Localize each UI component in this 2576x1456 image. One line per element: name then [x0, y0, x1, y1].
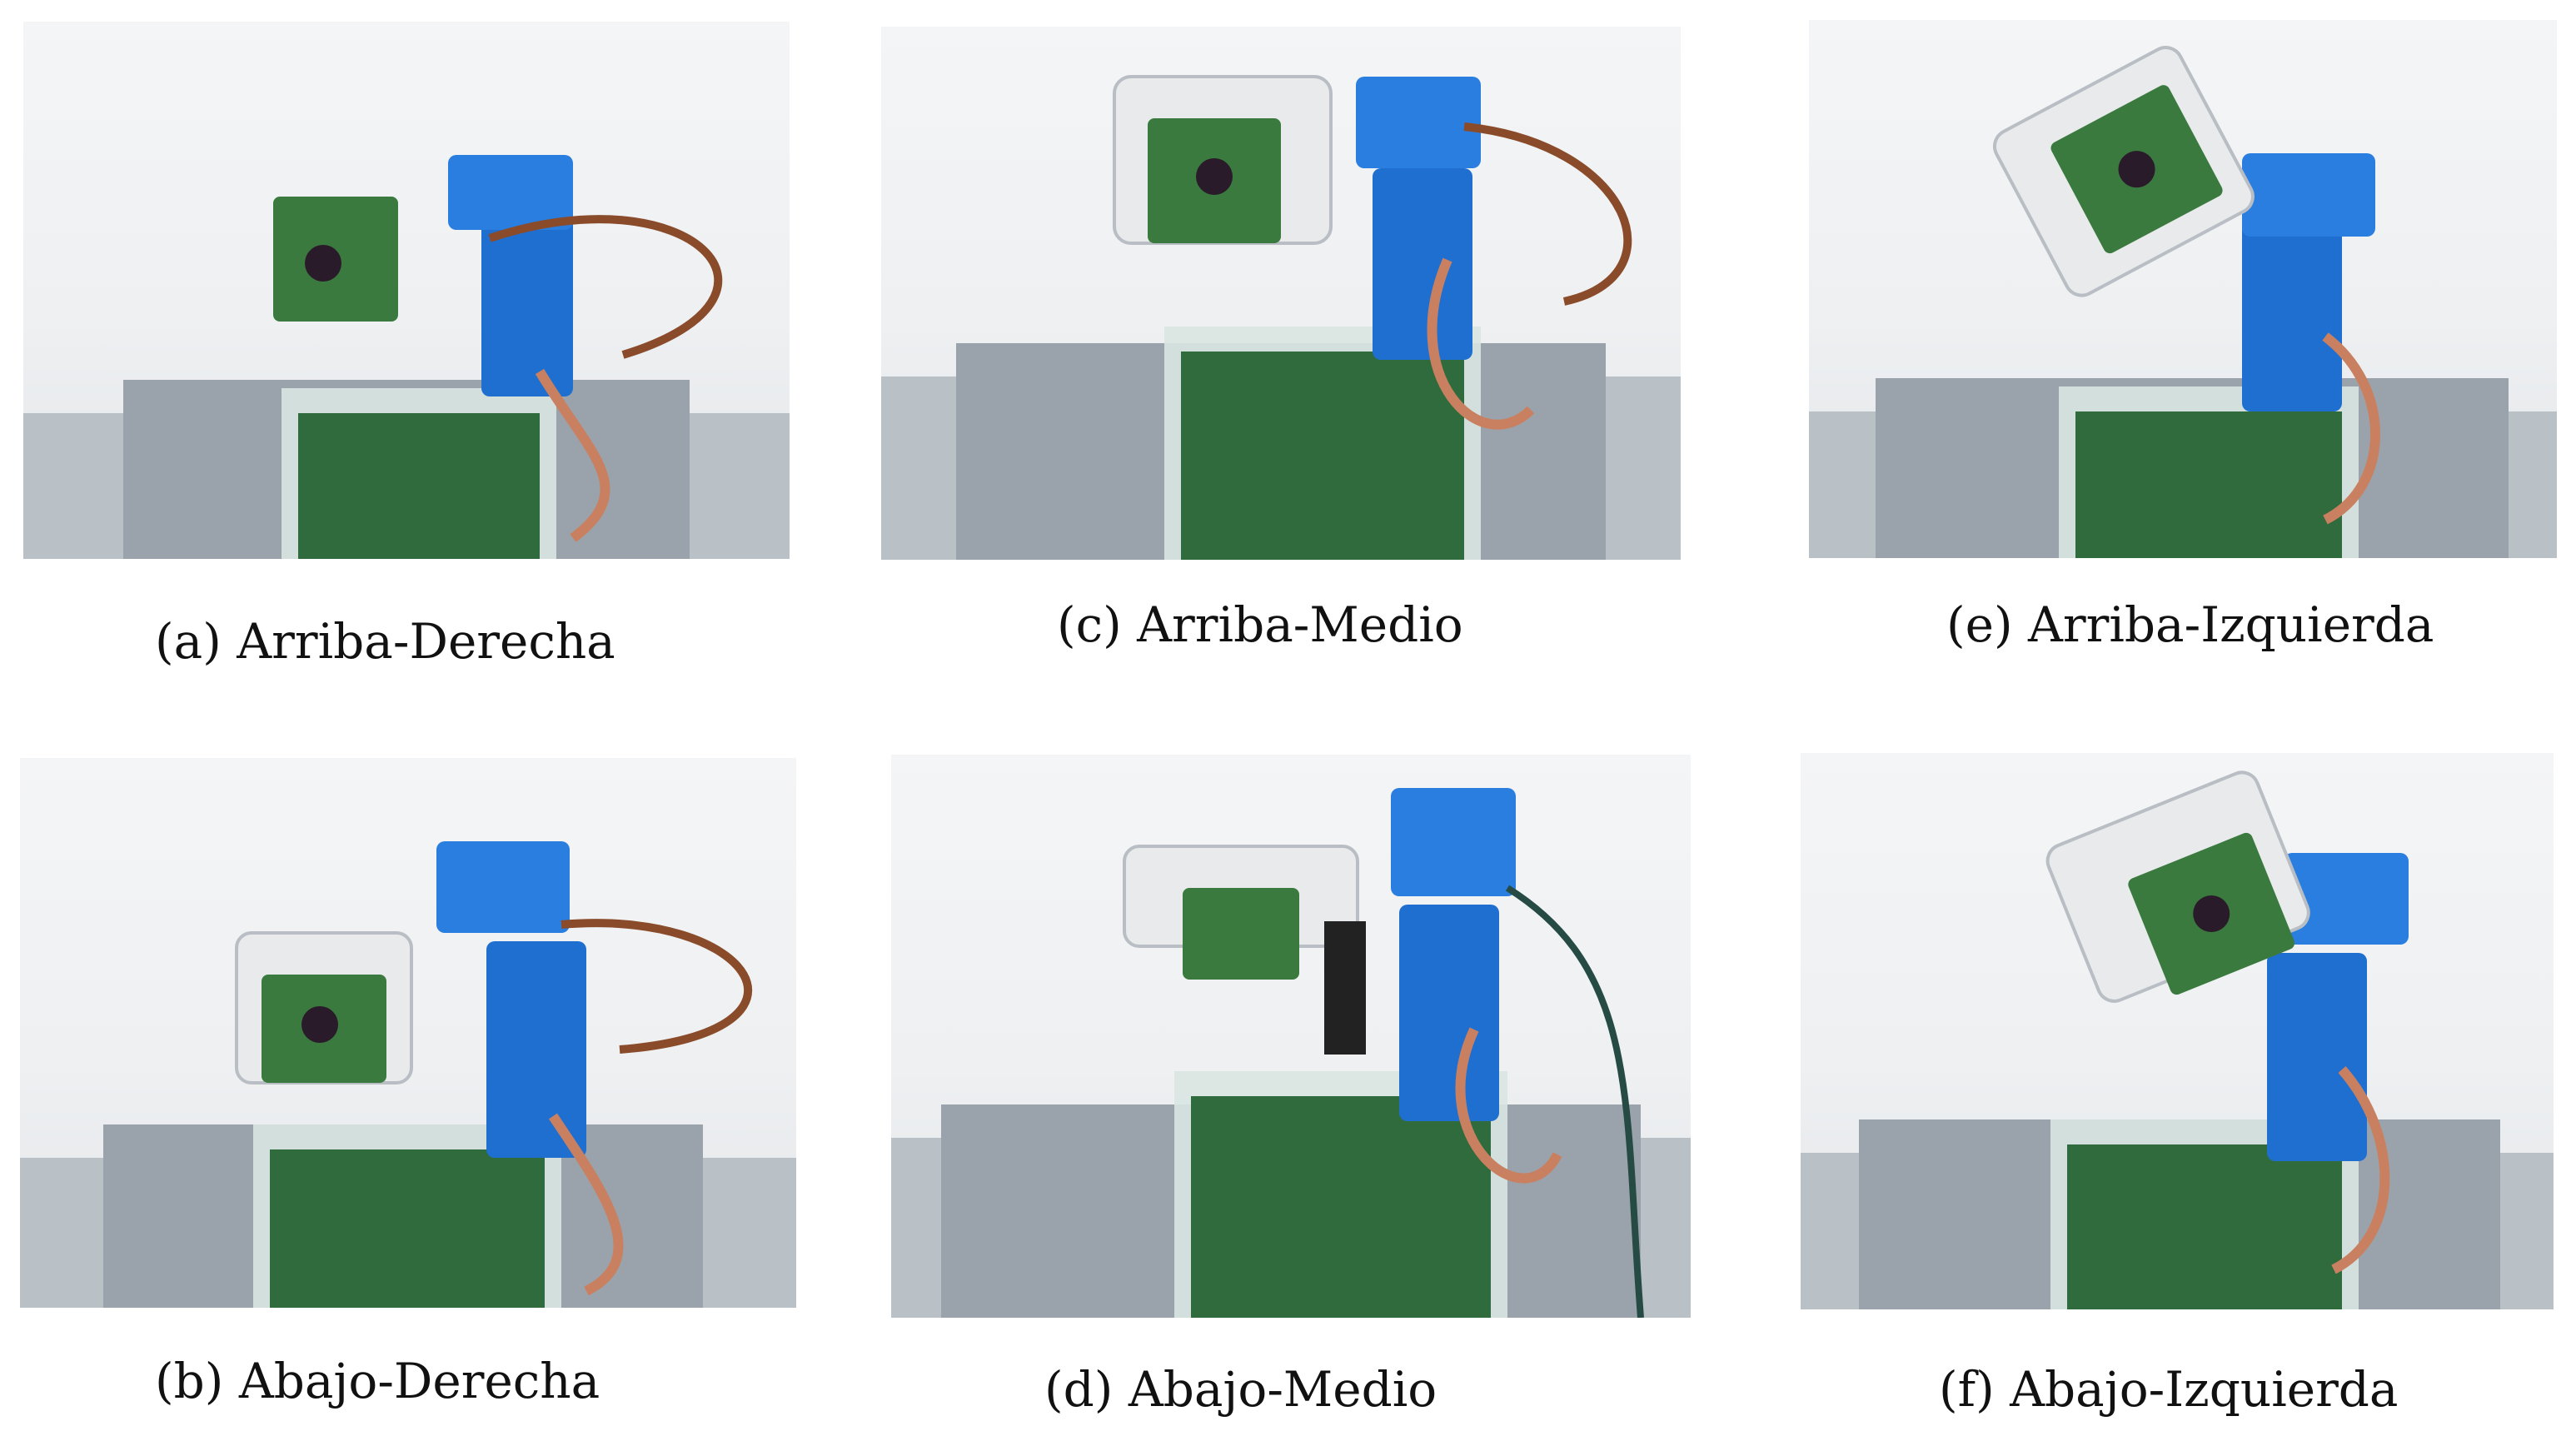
caption-e: (e) Arriba-Izquierda: [1946, 596, 2434, 653]
caption-d: (d) Abajo-Medio: [1044, 1361, 1437, 1418]
caption-a: (a) Arriba-Derecha: [155, 613, 615, 670]
robot-head-photo-d: [891, 788, 1691, 1318]
photo-panel-d: [891, 755, 1691, 1318]
robot-head-photo-a: [23, 155, 790, 559]
robot-head-photo-e: [1809, 46, 2557, 558]
robot-head-photo-c: [881, 75, 1681, 560]
robot-head-photo-f: [1801, 770, 2554, 1309]
photo-panel-c: [881, 27, 1681, 560]
caption-f: (f) Abajo-Izquierda: [1939, 1361, 2399, 1418]
photo-panel-b: [20, 758, 796, 1308]
caption-c: (c) Arriba-Medio: [1057, 596, 1463, 653]
photo-panel-e: [1809, 20, 2557, 558]
caption-b: (b) Abajo-Derecha: [155, 1353, 600, 1409]
photo-panel-a: [23, 22, 790, 559]
robot-head-photo-b: [20, 841, 796, 1308]
photo-panel-f: [1801, 753, 2554, 1309]
